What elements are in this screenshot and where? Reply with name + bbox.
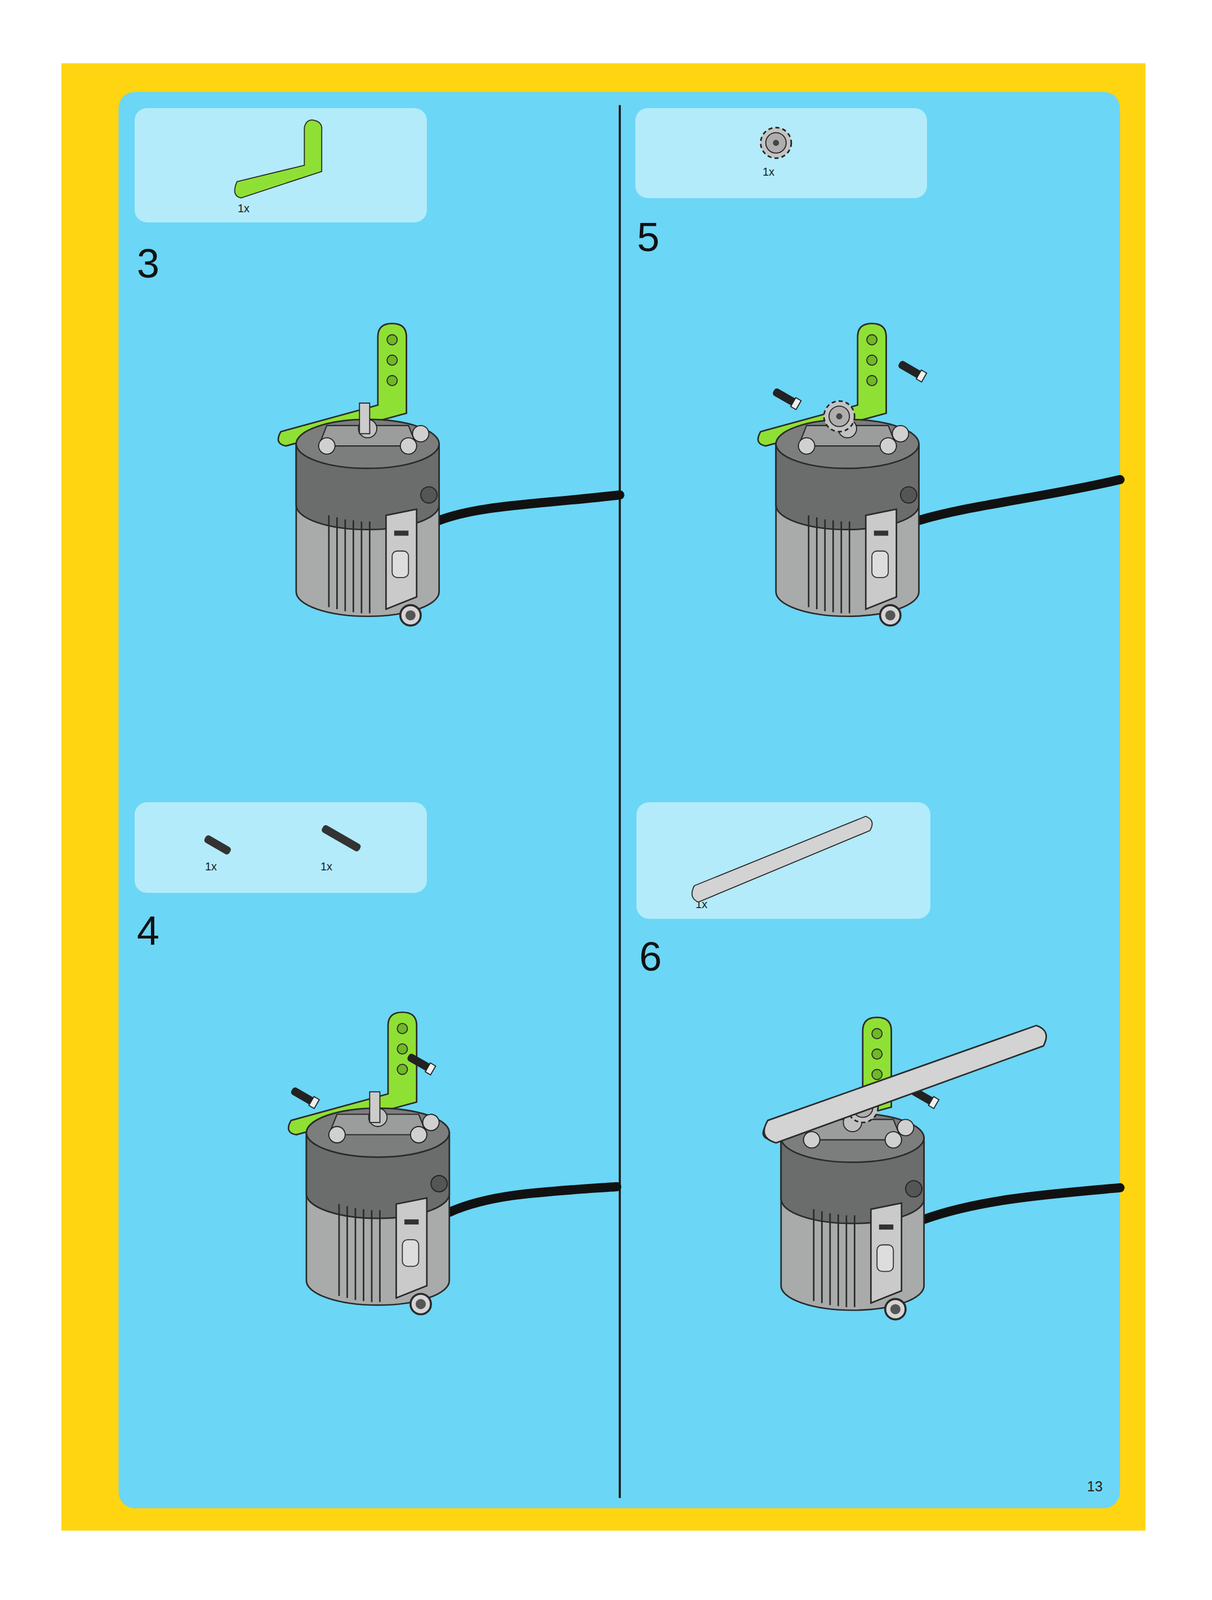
parts-callout: 1x xyxy=(636,802,931,920)
quantity-label: 1x xyxy=(237,202,250,215)
quantity-label: 1x xyxy=(320,861,333,873)
quantity-label: 1x xyxy=(205,861,217,873)
parts-callout: 1x 1x xyxy=(134,802,427,894)
quantity-label: 1x xyxy=(762,166,775,178)
step-number: 3 xyxy=(136,243,160,284)
page-number: 13 xyxy=(1086,1480,1103,1495)
step-number: 4 xyxy=(136,910,160,952)
quantity-label: 1x xyxy=(695,898,708,911)
parts-callout: 1x xyxy=(635,108,928,199)
parts-callout: 1x xyxy=(134,108,427,223)
step-number: 6 xyxy=(639,936,662,978)
step-number: 5 xyxy=(636,216,660,258)
